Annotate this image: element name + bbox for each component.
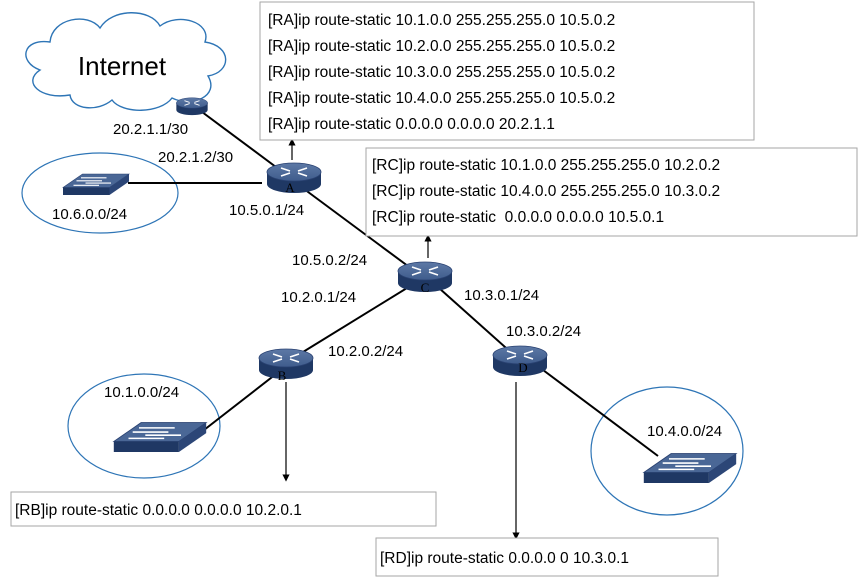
isp-interface-label: 20.2.1.1/30 [113,121,188,138]
link-isp-a [193,105,289,177]
link-c-b [289,279,421,361]
lan-a-network-label: 10.6.0.0/24 [52,206,127,223]
router-d-c-link-label: 10.3.0.2/24 [506,323,581,340]
lan-d-network-label: 10.4.0.0/24 [647,423,722,440]
rc-config-box: [RC]ip route-static 10.1.0.0 255.255.255… [365,147,858,237]
link-c-d [429,279,515,356]
links [128,105,659,457]
ra-config-line: [RA]ip route-static 10.4.0.0 255.255.255… [268,90,615,107]
ra-config-line: [RA]ip route-static 10.2.0.0 255.255.255… [268,38,615,55]
ra-config-line: [RA]ip route-static 0.0.0.0 0.0.0.0 20.2… [268,116,555,133]
rb-config-line: [RB]ip route-static 0.0.0.0 0.0.0.0 10.2… [15,502,302,519]
router-d-label: D [518,360,527,375]
rd-config-line: [RD]ip route-static 0.0.0.0 0 10.3.0.1 [380,550,629,567]
router-c-a-link-label: 10.5.0.2/24 [292,252,367,269]
rc-config-line: [RC]ip route-static 0.0.0.0 0.0.0.0 10.5… [372,209,664,226]
router-c-b-link-label: 10.2.0.1/24 [281,289,356,306]
ra-config-line: [RA]ip route-static 10.1.0.0 255.255.255… [268,12,615,29]
router-c-label: C [421,280,430,295]
router-b-c-link-label: 10.2.0.2/24 [328,343,403,360]
rc-config-line: [RC]ip route-static 10.4.0.0 255.255.255… [372,183,720,200]
router-a-label: A [285,180,295,195]
router-a-c-link-label: 10.5.0.1/24 [229,202,304,219]
internet-cloud: Internet [25,12,227,111]
router-c-d-link-label: 10.3.0.1/24 [464,287,539,304]
isp-router-icon [175,97,209,116]
lan-b-network-label: 10.1.0.0/24 [104,384,179,401]
link-b-switch [194,373,277,438]
rc-config-line: [RC]ip route-static 10.1.0.0 255.255.255… [372,157,720,174]
lan-d-ellipse [590,386,744,516]
link-d-switch [534,363,659,457]
internet-label: Internet [78,51,167,81]
config-arrows [282,138,520,540]
ra-config-line: [RA]ip route-static 10.3.0.0 255.255.255… [268,64,615,81]
router-b-label: B [278,368,287,383]
rb-config-box: [RB]ip route-static 0.0.0.0 0.0.0.0 10.2… [10,491,437,527]
rd-config-box: [RD]ip route-static 0.0.0.0 0 10.3.0.1 [375,537,719,577]
ra-config-box: [RA]ip route-static 10.1.0.0 255.255.255… [259,1,755,141]
router-a-wan-label: 20.2.1.2/30 [158,149,233,166]
link-a-c [299,185,421,276]
